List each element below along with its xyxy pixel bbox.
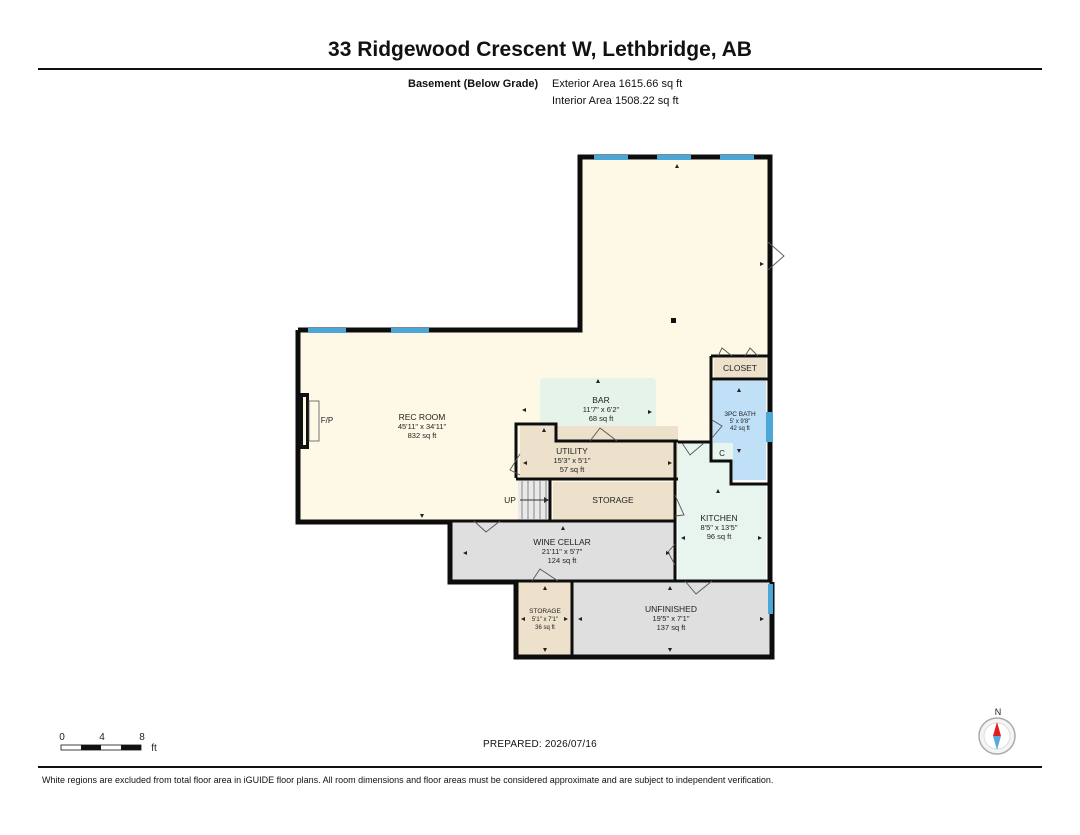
utility-dims: 15'3" x 5'1" [554,456,591,465]
fireplace [300,393,320,449]
compass-icon [978,717,1016,755]
scale-tick-8: 8 [139,732,145,743]
storage-main-label: STORAGE [592,495,634,505]
utility-name: UTILITY [556,446,588,456]
utility-floor[interactable] [520,426,678,478]
kitchen-dims: 8'5" x 13'5" [701,523,738,532]
unfinished-name: UNFINISHED [645,604,697,614]
unfinished-dims: 19'5" x 7'1" [653,614,690,623]
storage-small-area: 36 sq ft [535,625,555,631]
bar-area: 68 sq ft [589,414,615,423]
wine-cellar-floor[interactable] [452,522,676,580]
wine-cellar-name: WINE CELLAR [533,537,591,547]
storage-main-floor[interactable] [553,482,675,520]
rec-room-dims: 45'11" x 34'11" [398,422,447,431]
interior-area: Interior Area 1508.22 sq ft [552,95,679,107]
scale-bar [60,744,142,751]
windows [308,155,773,614]
bar-floor[interactable] [540,378,656,441]
page-title: 33 Ridgewood Crescent W, Lethbridge, AB [328,38,752,61]
prepared-date: PREPARED: 2026/07/16 [483,739,597,750]
rec-room-area: 832 sq ft [408,431,438,440]
scale-tick-4: 4 [99,732,105,743]
bath-name: 3PC BATH [724,411,756,418]
storage-small-dims: 5'1" x 7'1" [532,617,558,623]
closet-floor[interactable] [714,358,766,378]
kitchen-name: KITCHEN [700,513,737,523]
header-divider [38,68,1042,70]
storage-small-name: STORAGE [529,608,561,615]
wine-cellar-area: 124 sq ft [548,556,578,565]
storage-small-floor[interactable] [518,582,571,655]
fireplace-label: F/P [321,416,333,425]
scale-unit: ft [151,743,157,754]
disclaimer: White regions are excluded from total fl… [42,775,774,785]
closet-label: CLOSET [723,363,757,373]
unfinished-area: 137 sq ft [657,623,687,632]
bar-name: BAR [592,395,609,405]
scale-tick-0: 0 [59,732,65,743]
footer-divider [38,766,1042,768]
bar-dims: 11'7" x 6'2" [583,405,620,414]
level-label: Basement (Below Grade) [408,78,539,90]
exterior-walls [295,154,775,660]
utility-area: 57 sq ft [560,465,586,474]
rec-room-name: REC ROOM [399,412,446,422]
dimension-markers [420,164,764,652]
kitchen-area: 96 sq ft [707,532,733,541]
bath-area: 42 sq ft [730,426,750,432]
bath-closet-label: C [719,449,725,458]
unfinished-floor[interactable] [573,582,770,655]
interior-walls [450,354,770,656]
stairs-label: UP [504,495,516,505]
kitchen-floor[interactable] [678,443,766,580]
wine-cellar-dims: 21'11" x 5'7" [542,547,583,556]
support-post [671,318,676,323]
compass-north-label: N [995,707,1002,717]
stairs[interactable] [520,481,549,519]
bath-dims: 5' x 9'8" [730,419,751,425]
exterior-area: Exterior Area 1615.66 sq ft [552,78,683,90]
